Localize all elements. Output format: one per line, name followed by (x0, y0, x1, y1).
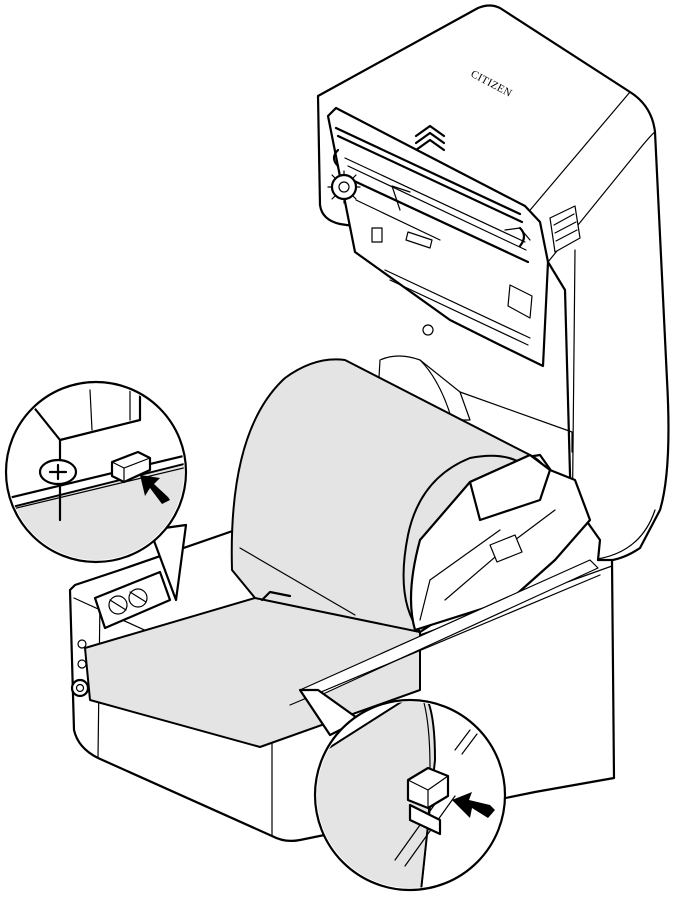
logo-chevron-icon (414, 124, 446, 152)
gear-assembly (93, 570, 172, 630)
arrow-pointer-icon (452, 792, 495, 818)
callout-left-guide-lock (4, 380, 188, 602)
callout-right-guide-lock (298, 688, 507, 892)
print-head-mechanism (326, 106, 550, 368)
arrow-pointer-icon (140, 475, 170, 504)
